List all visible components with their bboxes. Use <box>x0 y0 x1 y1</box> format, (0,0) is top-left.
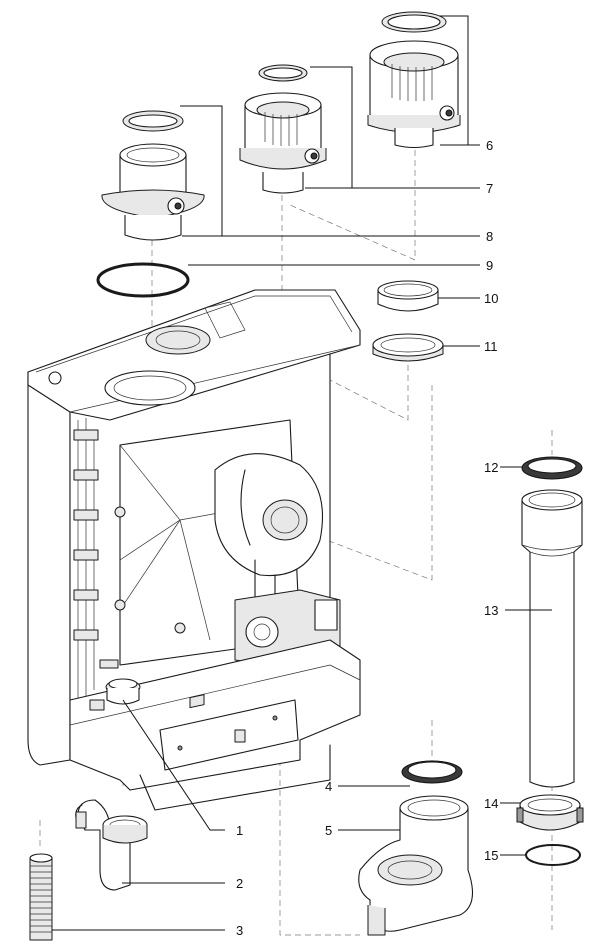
callout-1: 1 <box>236 823 243 838</box>
callout-8: 8 <box>486 229 493 244</box>
callout-15: 15 <box>484 848 498 863</box>
part-4-seal-ring <box>401 760 463 784</box>
part-8-flue-adapter <box>101 110 205 241</box>
part-10-collar <box>377 280 439 312</box>
part-3-drain-hose <box>29 853 53 941</box>
pipe-fittings <box>73 429 99 641</box>
callout-7: 7 <box>486 181 493 196</box>
callout-14: 14 <box>484 796 498 811</box>
part-11-clamp-ring <box>372 333 444 362</box>
part-5-elbow-adapter <box>358 795 474 936</box>
part-9-o-ring <box>96 262 190 298</box>
part-7-flue-adapter <box>239 64 327 194</box>
callout-3: 3 <box>236 923 243 938</box>
part-2-siphon <box>75 799 148 891</box>
callout-labels: 6 7 8 9 10 11 12 13 14 15 4 5 1 2 3 <box>236 138 498 938</box>
part-14-coupling-nut <box>516 794 584 831</box>
callout-13: 13 <box>484 603 498 618</box>
callout-12: 12 <box>484 460 498 475</box>
part-1-trap-connector <box>105 678 141 705</box>
callout-4: 4 <box>325 779 332 794</box>
part-15-o-ring <box>525 844 581 866</box>
callout-5: 5 <box>325 823 332 838</box>
part-13-extension-pipe <box>521 489 583 788</box>
boiler-unit <box>27 289 361 811</box>
callout-11: 11 <box>484 339 498 354</box>
callout-10: 10 <box>484 291 498 306</box>
callout-6: 6 <box>486 138 493 153</box>
part-12-seal-ring <box>521 456 583 480</box>
part-6-flue-adapter <box>367 11 461 149</box>
callout-9: 9 <box>486 258 493 273</box>
leader-lines <box>52 15 552 931</box>
callout-2: 2 <box>236 876 243 891</box>
